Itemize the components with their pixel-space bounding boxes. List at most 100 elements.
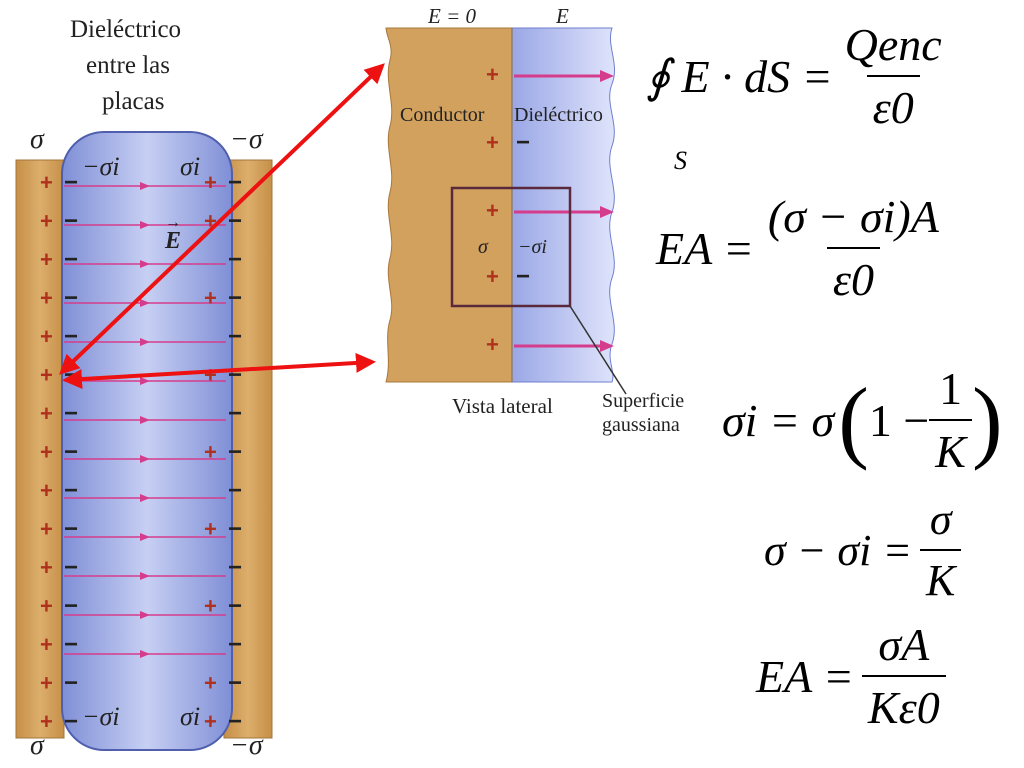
side-plus-charge: + <box>486 62 499 87</box>
sigma-i-neg-bottom: −σi <box>82 702 120 731</box>
field-vector-arrow: → <box>165 214 181 231</box>
red-arrow-diagonal <box>59 63 385 375</box>
minus-charge: − <box>228 400 242 427</box>
eq3-fraction: 1 K <box>929 362 972 478</box>
dielectric-label: Dieléctrico <box>514 104 603 126</box>
plus-charge: + <box>40 517 53 542</box>
plus-charge: + <box>40 170 53 195</box>
side-plus-charge: + <box>486 198 499 223</box>
equation-ea-final: EA = σA Kε0 <box>756 618 946 734</box>
eq2-denominator: ε0 <box>826 247 880 306</box>
eq4-lhs: σ − σi = <box>764 525 913 575</box>
eq4-denominator: K <box>920 549 962 606</box>
conductor-label: Conductor <box>400 104 485 126</box>
minus-charge: − <box>228 169 242 196</box>
eq1-lhs: ∮ E · dS = <box>646 51 833 102</box>
eq3-denominator: K <box>929 419 972 478</box>
eq1-fraction: Qenc ε0 <box>839 18 948 134</box>
field-arrowhead <box>140 650 150 658</box>
plus-charge: + <box>204 517 217 542</box>
left-plate <box>15 159 65 739</box>
sigma-i-pos-bottom: σi <box>180 702 201 731</box>
field-arrowhead <box>140 611 150 619</box>
minus-charge: − <box>228 477 242 504</box>
minus-charge: − <box>228 246 242 273</box>
plus-charge: + <box>40 247 53 272</box>
field-arrowhead <box>140 455 150 463</box>
eq2-fraction: (σ − σi)A ε0 <box>762 190 945 306</box>
eq3-paren-right: ) <box>971 369 1003 471</box>
eq1-surface-subscript: S <box>674 146 687 175</box>
plus-charge: + <box>40 440 53 465</box>
plus-charge: + <box>40 286 53 311</box>
plus-charge: + <box>204 363 217 388</box>
equation-sigma-diff: σ − σi = σ K <box>764 494 962 606</box>
diagram-title-line3: placas <box>102 88 165 115</box>
red-arrow-horizontal <box>62 352 376 390</box>
side-view-label: Vista lateral <box>452 394 553 418</box>
sigma-left-top: σ <box>30 124 44 155</box>
conductor-region <box>385 27 513 383</box>
eq1-numerator: Qenc <box>844 19 942 70</box>
e-zero-label: E = 0 <box>428 4 476 28</box>
eq3-numerator: 1 <box>939 363 963 414</box>
minus-charge: − <box>64 593 78 620</box>
plus-charge: + <box>40 324 53 349</box>
minus-charge: − <box>64 285 78 312</box>
minus-charge: − <box>64 708 78 735</box>
plus-charge: + <box>40 632 53 657</box>
side-field-arrowhead <box>600 206 614 218</box>
eq4-fraction: σ K <box>920 494 962 606</box>
minus-charge: − <box>64 477 78 504</box>
gaussian-pointer-line <box>569 305 627 395</box>
field-label: E <box>165 228 182 254</box>
sigma-label: σ <box>478 236 488 258</box>
gaussian-surface-label-line1: Superficie <box>602 390 685 412</box>
minus-charge: − <box>228 670 242 697</box>
eq5-lhs: EA = <box>756 650 854 702</box>
plus-charge: + <box>40 209 53 234</box>
side-plus-charge: + <box>486 332 499 357</box>
minus-charge: − <box>228 516 242 543</box>
eq4-numerator: σ <box>929 495 952 544</box>
minus-charge: − <box>228 708 242 735</box>
gaussian-surface-box <box>450 186 572 308</box>
side-view-diagram: +++++−− <box>385 27 627 395</box>
eq3-one-minus: 1 − <box>868 394 930 446</box>
eq3-paren-left: ( <box>838 369 869 471</box>
eq5-denominator: Kε0 <box>861 675 946 734</box>
eq2-numerator: (σ − σi)A <box>767 191 939 242</box>
left-capacitor: +−+−+−+−+−−+−+−+−−+−+−+−−+−+−+−−+−+−+−−+… <box>15 131 273 751</box>
side-field-lines <box>514 70 614 352</box>
gaussian-surface-label-line2: gaussiana <box>602 414 680 436</box>
plus-charge: + <box>40 363 53 388</box>
side-plus-charge: + <box>486 130 499 155</box>
side-field-arrowhead <box>600 340 614 352</box>
diagram-title-line2: entre las <box>86 52 170 79</box>
minus-charge: − <box>64 323 78 350</box>
sigma-left-bottom: σ <box>30 730 44 761</box>
minus-charge: − <box>64 516 78 543</box>
minus-charge: − <box>228 554 242 581</box>
eq5-numerator: σA <box>878 619 930 670</box>
minus-charge: − <box>64 208 78 235</box>
equation-sigma-i: σi = σ ( 1 − 1 K ) <box>722 362 1003 478</box>
minus-charge: − <box>228 285 242 312</box>
side-minus-charge: − <box>516 129 530 156</box>
side-field-arrowhead <box>600 70 614 82</box>
neg-sigma-i-label: −σi <box>518 236 547 258</box>
eq5-fraction: σA Kε0 <box>861 618 946 734</box>
plus-charge: + <box>204 286 217 311</box>
minus-charge: − <box>228 631 242 658</box>
plus-charge: + <box>204 170 217 195</box>
field-arrowhead <box>140 416 150 424</box>
minus-charge: − <box>64 169 78 196</box>
minus-charge: − <box>64 631 78 658</box>
dielectric-region <box>511 27 616 383</box>
eq2-lhs: EA = <box>656 222 754 274</box>
plus-charge: + <box>40 478 53 503</box>
plus-charge: + <box>204 440 217 465</box>
plus-charge: + <box>204 709 217 734</box>
minus-charge: − <box>64 246 78 273</box>
